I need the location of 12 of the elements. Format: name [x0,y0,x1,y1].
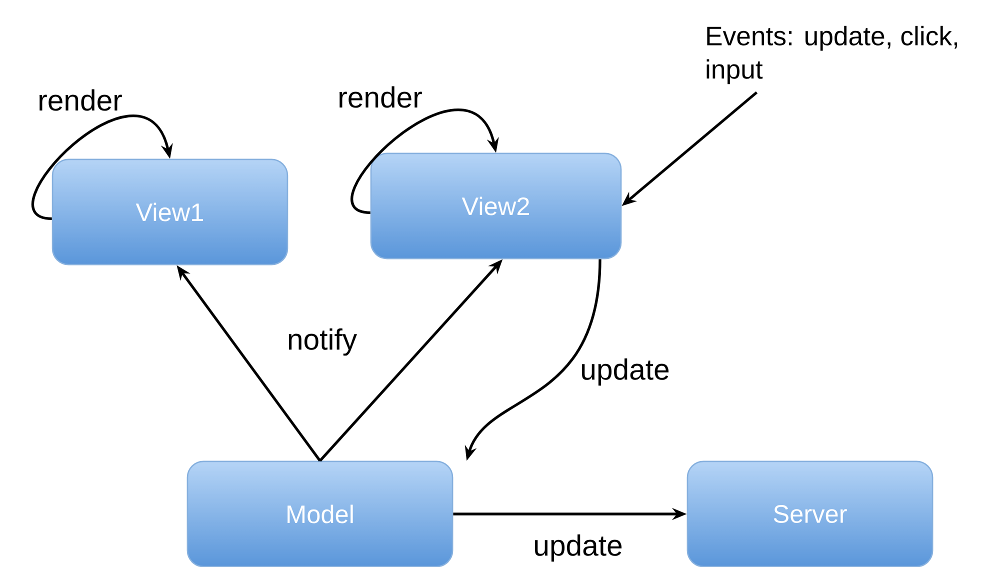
process-box: View1 [52,158,288,266]
process-box: Model [186,460,454,567]
arrow [32,114,173,220]
edge-label: render [336,84,424,110]
edge-label: update [578,357,672,387]
process-box: View2 [370,152,622,260]
event-text: Events: update, click, input [706,26,958,84]
arrow [350,108,499,214]
edge-label: render [36,88,124,112]
edge-label: notify [286,327,358,357]
edge-label: update [532,533,624,563]
process-box: Server [686,460,934,567]
